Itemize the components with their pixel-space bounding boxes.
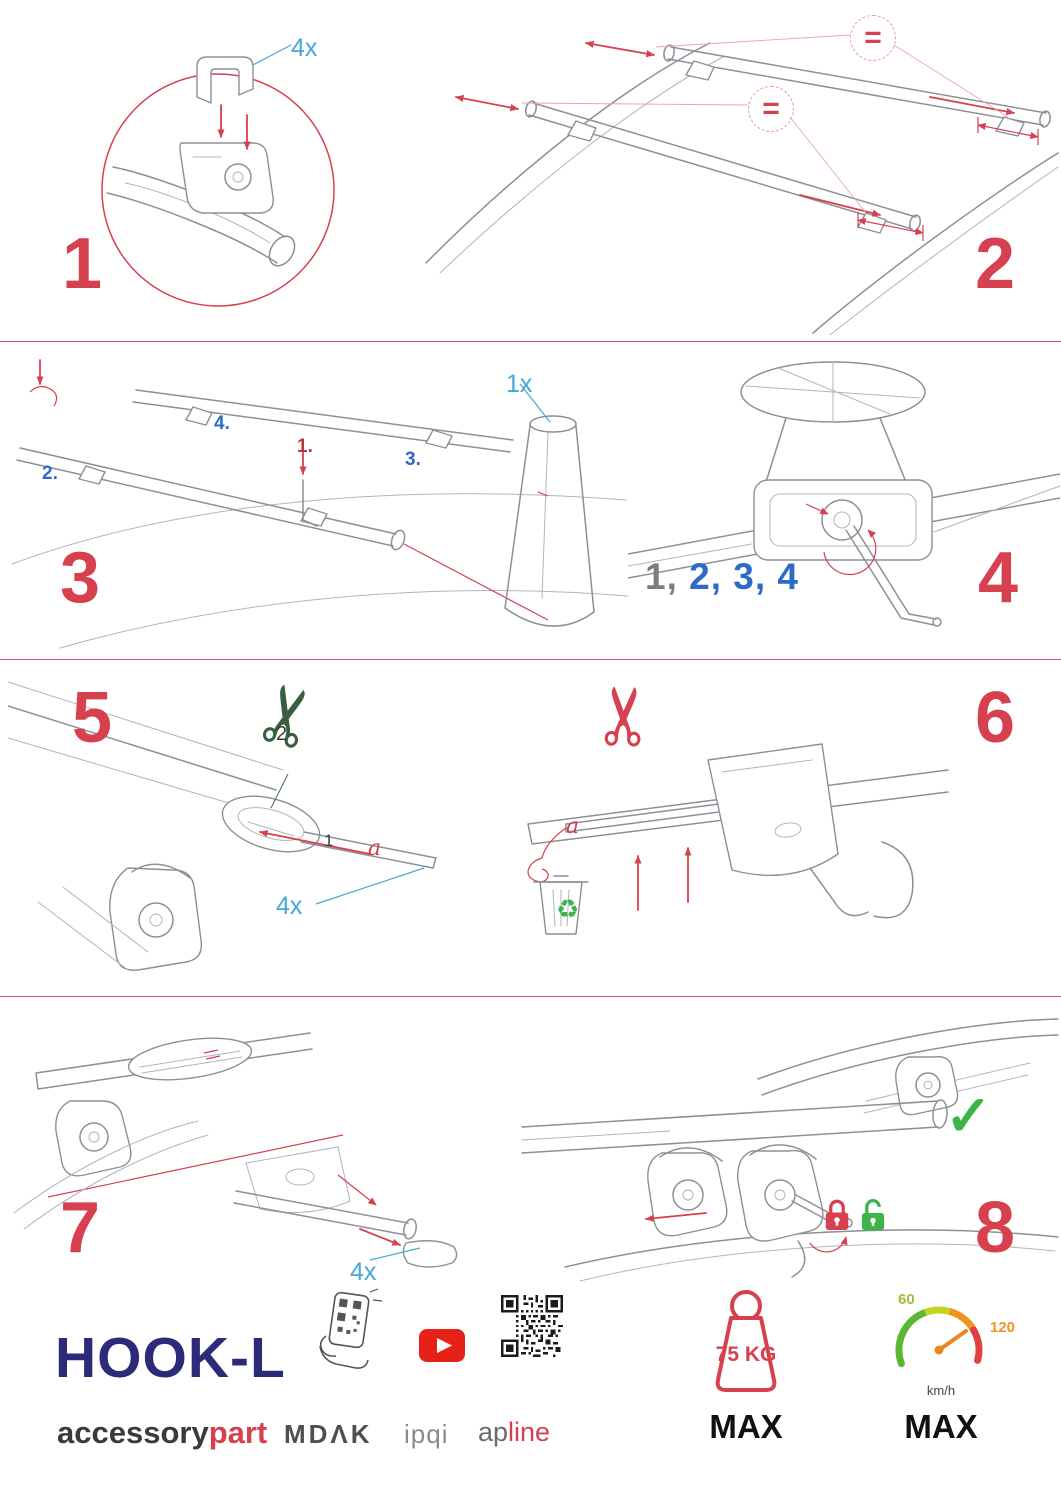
step-3-substep-1-label: 1. [297,436,313,457]
logo-mdak: MDΛK [284,1419,373,1449]
step-2-number: 2 [975,224,1015,304]
step-5-cut-order-label: 2 [276,723,288,745]
step-7-number: 7 [60,1188,100,1268]
step-7-quantity-label: 4x [350,1258,377,1286]
step-3-quantity-label: 1x [506,370,533,398]
step-5-insert-order-label: 1 [324,831,334,850]
step-2-equal-badge-1: = [850,15,896,61]
step-4-number: 4 [978,538,1018,618]
logo-apline: apline [478,1419,550,1446]
step-2-illustration [418,5,1060,336]
weight-max-label: MAX [709,1408,783,1445]
speedometer-icon [882,1288,1000,1403]
step-4-sequence-label: 1, 2, 3, 4 [645,556,799,598]
qr-code [501,1295,563,1362]
speed-60-label: 60 [898,1291,915,1308]
logo-apline-ap: ap [478,1417,509,1447]
section-divider-1 [0,341,1061,342]
step-5-quantity-label: 4x [276,892,303,920]
speed-120-label: 120 [990,1319,1016,1336]
step-2-equal-badge-2: = [748,86,794,132]
step-6-number: 6 [975,678,1015,758]
weight-limit-icon [700,1288,792,1405]
brand-part: part [208,1415,268,1450]
step-6-illustration [470,672,950,992]
logo-apline-line: line [508,1417,551,1447]
step-3-substep-4-label: 4. [214,413,230,434]
step-8-check-icon: ✓ [945,1084,992,1147]
brand-accessory: accessory [57,1415,209,1450]
step-4-sequence-gray: 1, [645,556,678,597]
step-6-strip-a-label: a [566,814,580,839]
step-1-quantity-label: 4x [291,34,318,62]
logo-ipqi: ipqi [404,1419,449,1449]
step-6-scissors-icon: ✂ [579,680,671,752]
step-8-unlocked-icon [858,1192,888,1239]
step-1-number: 1 [62,224,102,304]
step-8-locked-icon [822,1196,852,1239]
step-3-substep-2-label: 2. [42,463,58,484]
step-1-illustration [95,25,355,315]
step-5-number: 5 [72,678,112,758]
step-8-illustration [510,1005,1060,1305]
phone-scan-icon [306,1288,386,1378]
step-3-illustration [8,352,630,652]
step-5-strip-a-label: a [368,836,382,861]
step-5-illustration [7,672,448,992]
speed-unit-label: km/h [926,1383,956,1398]
youtube-icon [419,1329,465,1362]
weight-limit-value: 75 KG [715,1343,777,1366]
step-4-sequence-blue: 2, 3, 4 [689,556,799,597]
product-name: HOOK-L [55,1326,286,1390]
step-6-recycle-icon: ♻ [556,894,580,924]
step-3-number: 3 [60,538,100,618]
speed-max-label: MAX [904,1408,978,1445]
step-3-substep-3-label: 3. [405,449,421,470]
section-divider-2 [0,659,1061,660]
brand-logo: accessorypart [57,1417,267,1448]
section-divider-3 [0,996,1061,997]
step-4-illustration [627,346,1061,658]
step-7-illustration [8,1005,508,1305]
step-8-number: 8 [975,1188,1015,1268]
